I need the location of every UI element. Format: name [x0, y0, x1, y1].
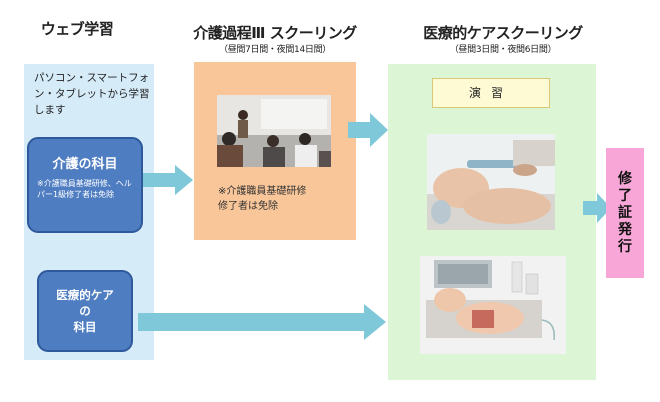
certificate-char: 証: [618, 204, 632, 221]
arrow-to-certificate: [583, 193, 611, 223]
arrow-iryo-subjects-to-iryo: [138, 304, 386, 340]
iryo-subjects-line: 医療的ケア: [56, 288, 114, 302]
iryo-subjects-line: 科目: [73, 320, 97, 334]
kaigo-exemption-note: ※介護職員基礎研修 修了者は免除: [218, 184, 306, 214]
suction-training-photo: [427, 134, 555, 230]
classroom-photo: [217, 95, 331, 167]
kaigo-exemption-line: 修了者は免除: [218, 201, 278, 212]
practice-label: 演習: [432, 78, 550, 108]
web-learning-title: ウェブ学習: [40, 20, 114, 38]
certificate-char: 行: [618, 238, 632, 255]
kaigo-schooling-subtitle: （昼間7日間・夜間14日間）: [219, 45, 331, 55]
certificate-char: 発: [618, 221, 632, 238]
certificate-char: 修: [618, 170, 632, 187]
manikin-training-photo: [420, 256, 566, 354]
kaigo-subjects-note: ※介護職員基礎研修、ヘルパー1級修了者は免除: [37, 179, 132, 199]
iryo-subjects-box: 医療的ケア の 科目: [37, 270, 133, 352]
arrow-to-iryo: [348, 113, 388, 147]
iryo-schooling-title: 医療的ケアスクーリング: [423, 24, 583, 42]
kaigo-subjects-box: 介護の科目 ※介護職員基礎研修、ヘルパー1級修了者は免除: [27, 137, 143, 233]
iryo-schooling-subtitle: （昼間3日間・夜間6日間）: [449, 45, 557, 55]
arrow-to-kaigo: [143, 165, 193, 195]
web-learning-description: パソコン・スマートフォン・タブレットから学習します: [34, 72, 150, 116]
kaigo-subjects-title: 介護の科目: [52, 157, 118, 172]
certificate-issued-box: 修 了 証 発 行: [606, 148, 644, 278]
certificate-char: 了: [618, 187, 632, 204]
kaigo-exemption-line: ※介護職員基礎研修: [218, 186, 307, 197]
kaigo-schooling-title: 介護過程Ⅲ スクーリング: [193, 24, 357, 42]
iryo-subjects-line: の: [79, 304, 91, 318]
